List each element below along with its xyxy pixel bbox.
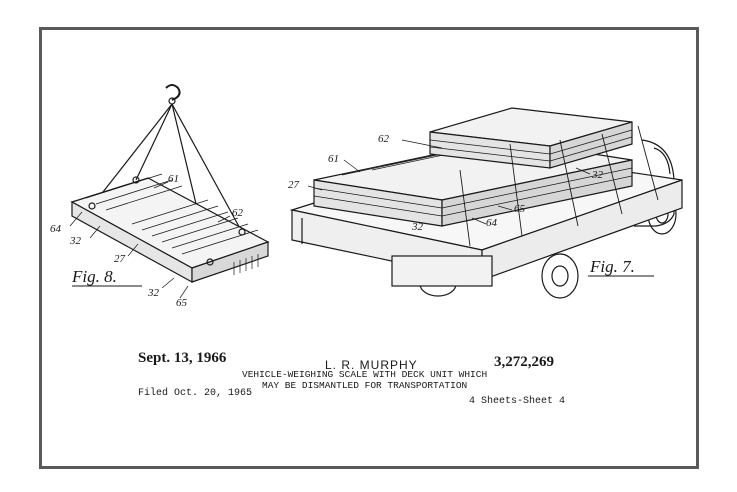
patent-date: Sept. 13, 1966 xyxy=(138,350,227,366)
patent-number: 3,272,269 xyxy=(494,354,554,370)
fig8-label: Fig. 8. xyxy=(71,267,117,286)
fig8-ref-61: 61 xyxy=(168,173,179,185)
filed-date: Filed Oct. 20, 1965 xyxy=(138,388,253,399)
fig7-drawing: 62 61 27 32 65 64 32 Fig. 7. xyxy=(288,107,683,299)
patent-title-line2: MAY BE DISMANTLED FOR TRANSPORTATION xyxy=(262,380,468,391)
fig8-ref-32-bottom: 32 xyxy=(147,287,160,299)
fig7-ref-27: 27 xyxy=(288,179,300,191)
fig7-ref-65: 65 xyxy=(514,203,526,215)
fig8-drawing: 61 62 64 32 27 32 65 Fig. 8. xyxy=(50,84,270,309)
patent-title-line1: VEHICLE-WEIGHING SCALE WITH DECK UNIT WH… xyxy=(242,369,488,380)
fig8-ref-27: 27 xyxy=(114,253,126,265)
fig7-ref-32-front: 32 xyxy=(411,221,424,233)
fig8-ref-32-top: 32 xyxy=(69,235,82,247)
patent-drawing: 61 62 64 32 27 32 65 Fig. 8. xyxy=(50,84,683,309)
fig7-label: Fig. 7. xyxy=(589,257,635,276)
fig7-ref-64: 64 xyxy=(486,217,498,229)
patent-sheet-frame: 61 62 64 32 27 32 65 Fig. 8. xyxy=(39,27,699,469)
fig7-ref-32-right: 32 xyxy=(591,169,604,181)
sheet-count: 4 Sheets-Sheet 4 xyxy=(469,396,566,407)
fig8-ref-62: 62 xyxy=(232,207,244,219)
fig7-ref-61: 61 xyxy=(328,153,339,165)
fig8-ref-64: 64 xyxy=(50,223,62,235)
fig8-ref-65: 65 xyxy=(176,297,188,309)
fig7-ref-62: 62 xyxy=(378,133,390,145)
inventor-name: L. R. MURPHY xyxy=(325,358,418,372)
